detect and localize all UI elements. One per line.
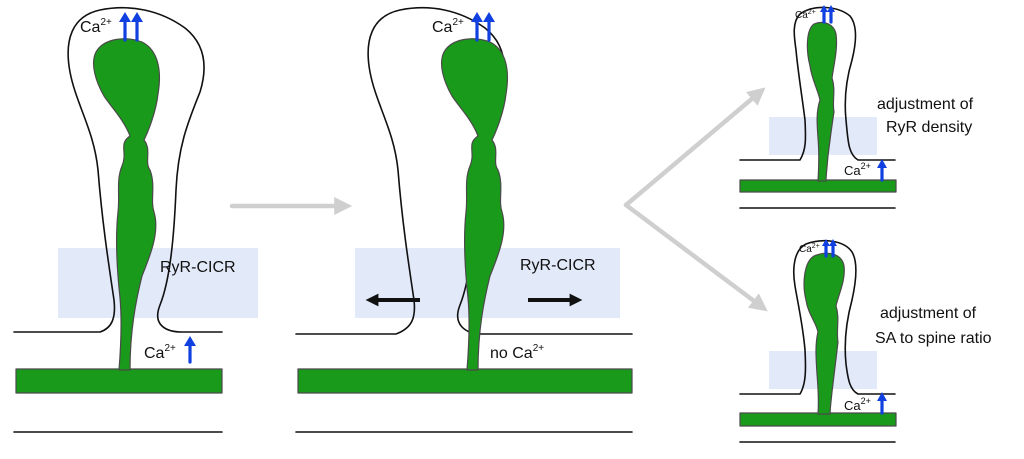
panel-1: Ca2+ RyR-CICR Ca2+	[13, 7, 258, 433]
panel-2: Ca2+ RyR-CICR no Ca2+	[295, 7, 633, 433]
ca-bottom-label: Ca2+	[844, 161, 871, 178]
er-dendrite	[739, 179, 897, 193]
panel-4: Ca2+ Ca2+ adjustment of SA to spine rati…	[739, 239, 992, 443]
spine-membrane-outline	[739, 6, 896, 161]
calcium-influx-arrow-icon	[877, 392, 887, 415]
adjustment-label-line2: SA to spine ratio	[875, 330, 992, 347]
ca-top-label: Ca2+	[80, 17, 112, 36]
calcium-influx-double-arrow-icon	[820, 5, 835, 24]
er-spine-apparatus	[806, 21, 838, 182]
ca-top-label: Ca2+	[795, 9, 816, 21]
er-dendrite	[297, 368, 633, 394]
adjustment-label-line1: adjustment of	[877, 96, 974, 113]
adjustment-label-line2: RyR density	[886, 119, 972, 136]
ca-bottom-label: Ca2+	[144, 343, 176, 362]
panel-3: Ca2+ Ca2+ adjustment of RyR density	[739, 5, 974, 209]
ca-top-label: Ca2+	[799, 243, 820, 255]
ca-top-label: Ca2+	[432, 17, 464, 36]
spine-membrane-outline	[13, 7, 223, 333]
calcium-influx-double-arrow-icon	[119, 12, 143, 42]
ryr-cicr-label: RyR-CICR	[160, 259, 236, 276]
er-spine-apparatus	[803, 252, 845, 415]
ryr-zone-band	[58, 248, 258, 318]
ryr-cicr-label: RyR-CICR	[520, 257, 596, 274]
no-ca-label: no Ca2+	[490, 343, 544, 362]
calcium-influx-arrow-icon	[184, 336, 196, 364]
er-dendrite	[739, 412, 897, 427]
er-dendrite	[15, 368, 223, 394]
adjustment-label-line1: adjustment of	[880, 305, 977, 322]
calcium-influx-double-arrow-icon	[822, 239, 837, 258]
calcium-influx-double-arrow-icon	[471, 12, 495, 42]
calcium-influx-arrow-icon	[877, 159, 887, 182]
er-spine-apparatus	[440, 38, 509, 371]
flow-arrow-upper-icon	[623, 87, 766, 208]
er-spine-apparatus	[92, 38, 161, 371]
flow-arrow-lower-icon	[623, 202, 768, 312]
ca-bottom-label: Ca2+	[844, 396, 871, 413]
